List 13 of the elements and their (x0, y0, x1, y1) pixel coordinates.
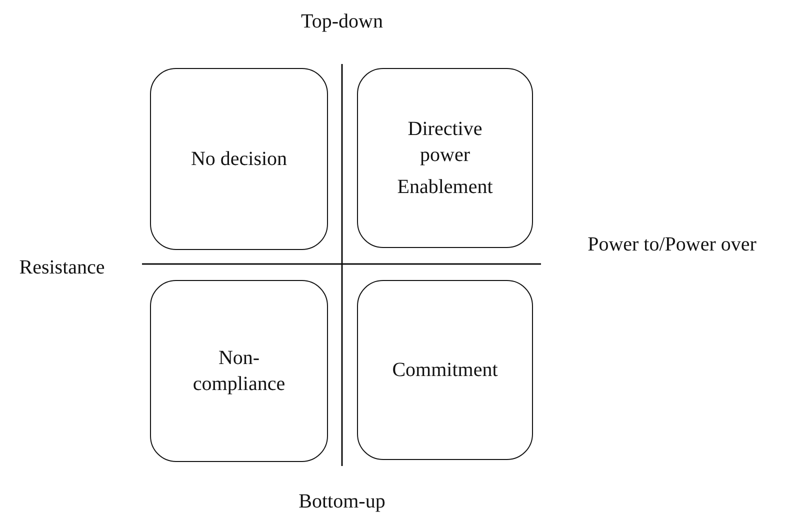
quadrant-box (357, 280, 533, 460)
quadrant-box (357, 68, 533, 248)
quadrant-text: Directive power (406, 117, 484, 168)
quadrant-box (150, 68, 328, 250)
quadrant-box (150, 280, 328, 462)
quadrant-text: Non-compliance (192, 346, 286, 397)
quadrant-text: Enablement (397, 175, 493, 200)
axis-label: Power to/Power over (588, 234, 756, 256)
axis-label: Top-down (301, 10, 383, 34)
quadrant-text: No decision (190, 147, 288, 172)
quadrant-text: Commitment (392, 358, 498, 383)
axis-label: Bottom-up (298, 490, 386, 514)
axis-label: Resistance (19, 256, 105, 280)
